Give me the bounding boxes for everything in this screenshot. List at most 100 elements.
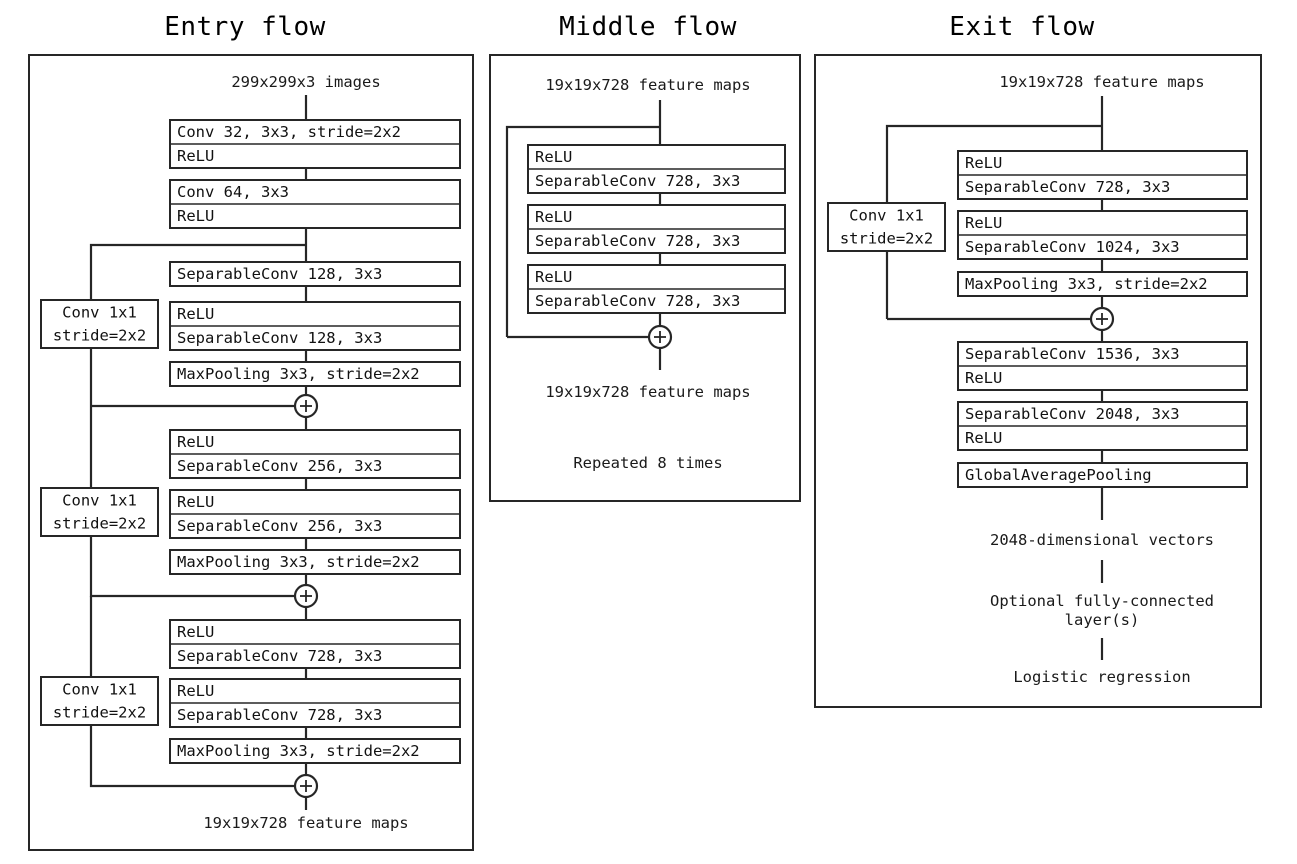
exit-adder-1 [1089, 306, 1115, 332]
entry-maxpool-c-box [169, 738, 461, 764]
entry-conv1x1-b-line1: Conv 1x1 [62, 492, 137, 510]
entry-sepconv256b-label: SeparableConv 256, 3x3 [177, 517, 382, 535]
entry-sepconv728b-label: SeparableConv 728, 3x3 [177, 706, 382, 724]
entry-block-conv32: Conv 32, 3x3, stride=2x2 ReLU [169, 119, 461, 169]
entry-block-sepconv128-a: SeparableConv 128, 3x3 [169, 261, 461, 287]
exit-block-sepconv1024: ReLU SeparableConv 1024, 3x3 [957, 210, 1248, 260]
middle-sepconv-c-label: SeparableConv 728, 3x3 [535, 292, 740, 310]
exit-relu-d-label: ReLU [965, 429, 1002, 447]
exit-vectors-note: 2048-dimensional vectors [990, 531, 1214, 549]
entry-conv1x1-b-box [40, 487, 159, 537]
exit-relu-c-label: ReLU [965, 369, 1002, 387]
entry-relu-g-label: ReLU [177, 682, 214, 700]
entry-conv1x1-a-line2: stride=2x2 [53, 327, 146, 345]
exit-sepconv1024-label: SeparableConv 1024, 3x3 [965, 238, 1180, 256]
entry-residual-path-3 [89, 596, 295, 788]
middle-block-3: ReLU SeparableConv 728, 3x3 [527, 264, 786, 314]
exit-block-sepconv2048: SeparableConv 2048, 3x3 ReLU [957, 401, 1248, 451]
exit-flow-panel: Exit flow 19x19x728 feature maps ReLU Se… [814, 12, 1262, 708]
middle-sepconv-a-label: SeparableConv 728, 3x3 [535, 172, 740, 190]
entry-relu-f-label: ReLU [177, 623, 214, 641]
middle-input-note: 19x19x728 feature maps [545, 76, 750, 94]
entry-block-sepconv728-b: ReLU SeparableConv 728, 3x3 [169, 678, 461, 728]
entry-block-sepconv256-b: ReLU SeparableConv 256, 3x3 [169, 489, 461, 539]
entry-shortcut-conv1x1-a: Conv 1x1 stride=2x2 [40, 299, 159, 349]
entry-residual-path-1 [89, 243, 306, 406]
middle-relu-a-label: ReLU [535, 148, 572, 166]
entry-shortcut-conv1x1-b: Conv 1x1 stride=2x2 [40, 487, 159, 537]
entry-adder-1 [293, 393, 319, 419]
entry-input-note: 299x299x3 images [231, 73, 380, 91]
exit-gap-label: GlobalAveragePooling [965, 466, 1152, 484]
middle-relu-c-label: ReLU [535, 268, 572, 286]
entry-adder-2 [293, 583, 319, 609]
entry-sepconv128a-box [169, 261, 461, 287]
middle-repeat-note: Repeated 8 times [573, 454, 722, 472]
exit-conv1x1-box [827, 202, 946, 252]
middle-output-note: 19x19x728 feature maps [545, 383, 750, 401]
entry-adder-3 [293, 773, 319, 799]
entry-output-note: 19x19x728 feature maps [203, 814, 408, 832]
entry-block-maxpool-b: MaxPooling 3x3, stride=2x2 [169, 549, 461, 575]
entry-relu-a-label: ReLU [177, 147, 214, 165]
exit-fc-note-line2: layer(s) [1065, 611, 1140, 629]
entry-block-conv64: Conv 64, 3x3 ReLU [169, 179, 461, 229]
entry-maxpool-b-label: MaxPooling 3x3, stride=2x2 [177, 553, 420, 571]
entry-conv1x1-b-line2: stride=2x2 [53, 515, 146, 533]
exit-fc-note-line1: Optional fully-connected [990, 592, 1214, 610]
entry-relu-b-label: ReLU [177, 207, 214, 225]
entry-maxpool-a-label: MaxPooling 3x3, stride=2x2 [177, 365, 420, 383]
middle-relu-b-label: ReLU [535, 208, 572, 226]
exit-conv1x1-line1: Conv 1x1 [849, 207, 924, 225]
exit-relu-a-label: ReLU [965, 154, 1002, 172]
exit-block-gap: GlobalAveragePooling [957, 462, 1248, 488]
exit-residual-path [885, 124, 1102, 319]
exit-maxpool-label: MaxPooling 3x3, stride=2x2 [965, 275, 1208, 293]
exit-sepconv728-label: SeparableConv 728, 3x3 [965, 178, 1170, 196]
entry-relu-e-label: ReLU [177, 493, 214, 511]
entry-sepconv728a-label: SeparableConv 728, 3x3 [177, 647, 382, 665]
exit-block-sepconv728: ReLU SeparableConv 728, 3x3 [957, 150, 1248, 200]
entry-maxpool-b-box [169, 549, 461, 575]
entry-block-maxpool-a: MaxPooling 3x3, stride=2x2 [169, 361, 461, 387]
entry-block-sepconv128-b: ReLU SeparableConv 128, 3x3 [169, 301, 461, 351]
entry-sepconv128a-label: SeparableConv 128, 3x3 [177, 265, 382, 283]
exit-sepconv1536-label: SeparableConv 1536, 3x3 [965, 345, 1180, 363]
exit-flow-title: Exit flow [949, 12, 1094, 42]
entry-maxpool-a-box [169, 361, 461, 387]
entry-sepconv256a-label: SeparableConv 256, 3x3 [177, 457, 382, 475]
entry-conv1x1-a-box [40, 299, 159, 349]
middle-block-2: ReLU SeparableConv 728, 3x3 [527, 204, 786, 254]
entry-conv1x1-a-line1: Conv 1x1 [62, 304, 137, 322]
middle-residual-path [505, 125, 660, 337]
middle-flow-title: Middle flow [559, 12, 737, 42]
middle-block-1: ReLU SeparableConv 728, 3x3 [527, 144, 786, 194]
middle-sepconv-b-label: SeparableConv 728, 3x3 [535, 232, 740, 250]
entry-maxpool-c-label: MaxPooling 3x3, stride=2x2 [177, 742, 420, 760]
entry-block-sepconv728-a: ReLU SeparableConv 728, 3x3 [169, 619, 461, 669]
exit-block-maxpool: MaxPooling 3x3, stride=2x2 [957, 271, 1248, 297]
entry-sepconv128b-label: SeparableConv 128, 3x3 [177, 329, 382, 347]
entry-flow-panel: Entry flow 299x299x3 images Conv 32, 3x3… [28, 12, 474, 851]
middle-flow-panel: Middle flow 19x19x728 feature maps ReLU … [489, 12, 801, 502]
entry-conv1x1-c-line2: stride=2x2 [53, 704, 146, 722]
entry-conv1x1-c-box [40, 676, 159, 726]
entry-relu-d-label: ReLU [177, 433, 214, 451]
entry-flow-title: Entry flow [164, 12, 326, 42]
exit-block-sepconv1536: SeparableConv 1536, 3x3 ReLU [957, 341, 1248, 391]
middle-adder-1 [647, 324, 673, 350]
exit-shortcut-conv1x1: Conv 1x1 stride=2x2 [827, 202, 946, 252]
entry-relu-c-label: ReLU [177, 305, 214, 323]
entry-block-sepconv256-a: ReLU SeparableConv 256, 3x3 [169, 429, 461, 479]
exit-relu-b-label: ReLU [965, 214, 1002, 232]
exit-logistic-note: Logistic regression [1013, 668, 1190, 686]
entry-block-maxpool-c: MaxPooling 3x3, stride=2x2 [169, 738, 461, 764]
entry-conv64-label: Conv 64, 3x3 [177, 183, 289, 201]
entry-conv1x1-c-line1: Conv 1x1 [62, 681, 137, 699]
exit-sepconv2048-label: SeparableConv 2048, 3x3 [965, 405, 1180, 423]
exit-input-note: 19x19x728 feature maps [999, 73, 1204, 91]
entry-shortcut-conv1x1-c: Conv 1x1 stride=2x2 [40, 676, 159, 726]
entry-conv32-label: Conv 32, 3x3, stride=2x2 [177, 123, 401, 141]
